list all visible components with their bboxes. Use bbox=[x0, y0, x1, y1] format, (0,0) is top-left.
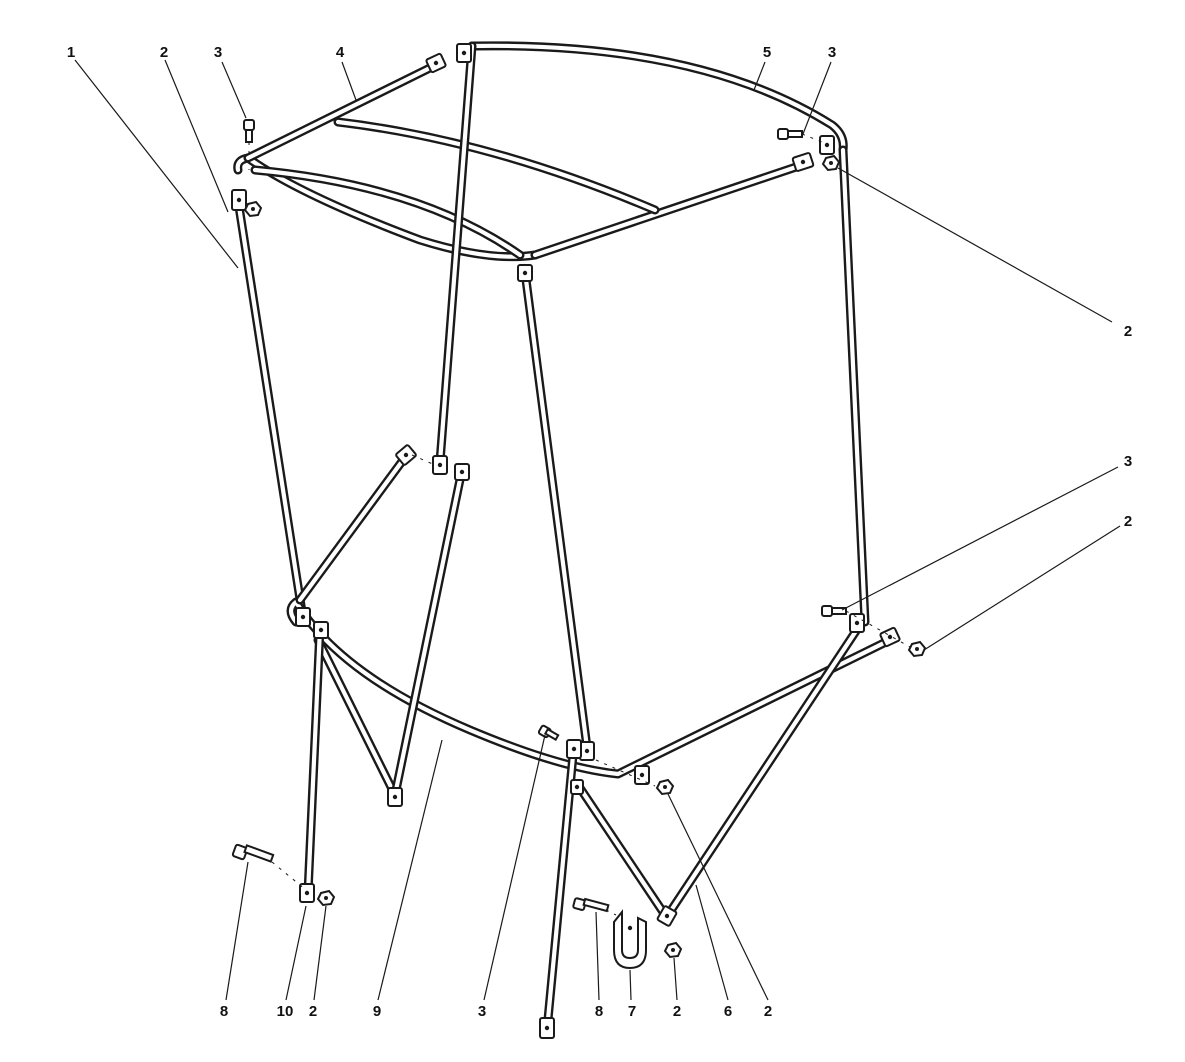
leader-5 bbox=[753, 61, 766, 91]
callout-labels: 1 2 3 4 5 3 2 3 2 8 10 2 9 3 8 7 2 6 2 bbox=[67, 44, 1132, 1020]
callout-2-top-left: 2 bbox=[160, 44, 168, 61]
callout-4: 4 bbox=[336, 44, 345, 61]
bolt-right-mid bbox=[821, 605, 847, 617]
tab-top-left bbox=[231, 189, 247, 211]
callout-2-bottom-far-right: 2 bbox=[764, 1003, 772, 1020]
leader-7 bbox=[629, 969, 632, 1001]
bolt-top-right bbox=[777, 128, 803, 140]
callout-7: 7 bbox=[628, 1003, 636, 1020]
tab-right-upright-bottom bbox=[849, 613, 865, 633]
bolt-top-left bbox=[243, 119, 255, 143]
tab-front-leg-bottom bbox=[539, 1017, 555, 1039]
leader-2-bottom-left bbox=[313, 905, 327, 1001]
leader-2-bottom-far-right bbox=[667, 793, 769, 1001]
leader-3-top-right bbox=[802, 61, 832, 135]
callout-2-bottom-left: 2 bbox=[309, 1003, 317, 1020]
tab-top-rear bbox=[456, 43, 472, 63]
leader-1 bbox=[74, 59, 239, 269]
mounting-tabs bbox=[231, 43, 901, 1039]
leader-2-top-left bbox=[164, 59, 229, 213]
leader-lines bbox=[74, 59, 1121, 1001]
callout-2-bottom-right: 2 bbox=[673, 1003, 681, 1020]
callout-8-right: 8 bbox=[595, 1003, 603, 1020]
bolts bbox=[231, 119, 847, 913]
leader-2-right-upper bbox=[837, 167, 1113, 323]
tab-front-leg-top bbox=[566, 739, 582, 759]
nut-bottom-left bbox=[316, 889, 336, 907]
bolt-long-left bbox=[231, 843, 275, 863]
leader-4 bbox=[341, 61, 357, 101]
callout-2-right-upper: 2 bbox=[1124, 323, 1132, 340]
tab-top-side-4 bbox=[425, 52, 447, 74]
tab-bottom-bow-right bbox=[879, 626, 901, 648]
tab-top-right-side bbox=[791, 152, 815, 172]
callout-10: 10 bbox=[277, 1003, 294, 1020]
nuts bbox=[243, 154, 927, 959]
leader-8-left bbox=[225, 861, 249, 1001]
callout-8-left: 8 bbox=[220, 1003, 228, 1020]
tab-middle-brace-top bbox=[454, 463, 470, 481]
leader-6 bbox=[695, 884, 729, 1001]
tab-front-upright-top bbox=[517, 264, 533, 282]
leader-9 bbox=[377, 739, 443, 1001]
tab-left-upright-bottom bbox=[295, 607, 311, 627]
nut-top-right bbox=[821, 154, 841, 172]
tab-middle-brace-bottom bbox=[387, 787, 403, 807]
leader-10 bbox=[285, 905, 307, 1001]
nut-right-mid bbox=[907, 640, 927, 658]
nut-top-left bbox=[243, 200, 263, 218]
nut-bottom-mid bbox=[655, 778, 675, 796]
callout-6: 6 bbox=[724, 1003, 732, 1020]
frame-tubes bbox=[233, 41, 895, 1035]
tab-brace-bottom-junction bbox=[656, 905, 678, 927]
leader-2-bottom-right bbox=[673, 957, 678, 1001]
callout-9: 9 bbox=[373, 1003, 381, 1020]
tab-left-leg-top bbox=[313, 621, 329, 639]
tab-brace-junction bbox=[570, 779, 584, 795]
leader-3-bottom bbox=[483, 734, 546, 1001]
bolt-long-right bbox=[572, 897, 610, 913]
tab-front-upright-bottom bbox=[579, 741, 595, 761]
callout-3-top-right: 3 bbox=[828, 44, 836, 61]
leader-3-right-mid bbox=[841, 466, 1119, 611]
tab-left-leg-bottom bbox=[299, 883, 315, 903]
bolt-front-bottom bbox=[537, 724, 560, 741]
nut-bottom-right bbox=[663, 941, 683, 959]
leader-8-right bbox=[595, 911, 600, 1001]
callout-5: 5 bbox=[763, 44, 771, 61]
callout-3-top-left: 3 bbox=[214, 44, 222, 61]
callout-2-right-mid: 2 bbox=[1124, 513, 1132, 530]
tab-left-diagonal-top bbox=[395, 444, 417, 466]
assembly-lines bbox=[248, 133, 911, 916]
leader-2-right-mid bbox=[923, 525, 1121, 651]
callout-3-right-mid: 3 bbox=[1124, 453, 1132, 470]
tab-rear-upright-bottom bbox=[432, 455, 448, 475]
leader-3-top-left bbox=[221, 61, 247, 119]
tab-bottom-bow-lower bbox=[634, 765, 650, 785]
callout-3-bottom: 3 bbox=[478, 1003, 486, 1020]
callout-1: 1 bbox=[67, 44, 75, 61]
tab-top-right bbox=[819, 135, 835, 155]
u-bracket bbox=[613, 909, 647, 970]
